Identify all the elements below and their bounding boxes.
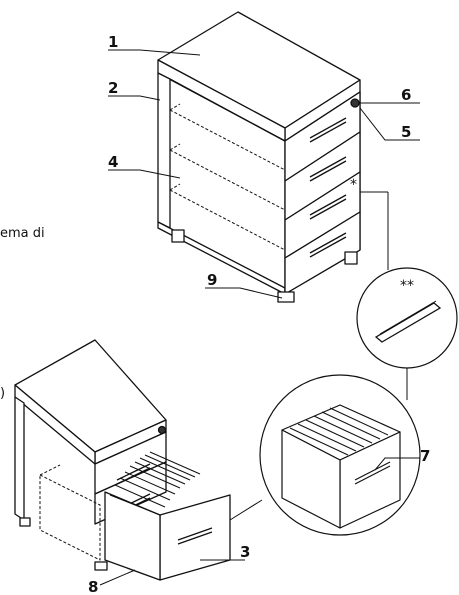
lock-icon bbox=[350, 98, 360, 108]
side-caption-text: ema di bbox=[0, 226, 45, 241]
callout-6: 6 bbox=[401, 86, 411, 104]
callout-8: 8 bbox=[88, 578, 98, 595]
file-drawer-handle bbox=[177, 527, 213, 545]
handle-1 bbox=[309, 117, 347, 143]
handle-3 bbox=[309, 194, 347, 220]
file-drawer-detail bbox=[229, 374, 421, 536]
handle-detail bbox=[356, 191, 458, 400]
callout-1: 1 bbox=[108, 33, 118, 51]
marker-single-star: * bbox=[350, 177, 357, 193]
marker-double-star: ** bbox=[400, 278, 414, 294]
hanging-files bbox=[109, 451, 201, 516]
lower-lock-icon bbox=[157, 425, 167, 435]
file-drawer-side bbox=[104, 491, 161, 581]
foot-front bbox=[277, 291, 295, 303]
callout-7: 7 bbox=[420, 447, 430, 465]
open-frame-edge bbox=[169, 78, 286, 142]
lower-cabinet bbox=[14, 339, 231, 581]
drawer-4 bbox=[284, 211, 361, 295]
handle-4 bbox=[309, 232, 347, 258]
side-caption-fragment: ) bbox=[0, 386, 6, 401]
left-side-panel bbox=[157, 72, 171, 229]
callout-9: 9 bbox=[207, 271, 217, 289]
handle-detail-icon bbox=[374, 302, 442, 343]
handle-2 bbox=[309, 156, 347, 182]
callout-2: 2 bbox=[108, 79, 118, 97]
callout-5: 5 bbox=[401, 123, 411, 141]
foot-right bbox=[344, 251, 358, 265]
callout-3: 3 bbox=[240, 543, 250, 561]
upper-cabinet bbox=[157, 11, 361, 303]
lower-left-side bbox=[14, 396, 25, 521]
foot-left bbox=[171, 229, 185, 243]
callout-leaders bbox=[99, 49, 420, 586]
callout-4: 4 bbox=[108, 153, 118, 171]
